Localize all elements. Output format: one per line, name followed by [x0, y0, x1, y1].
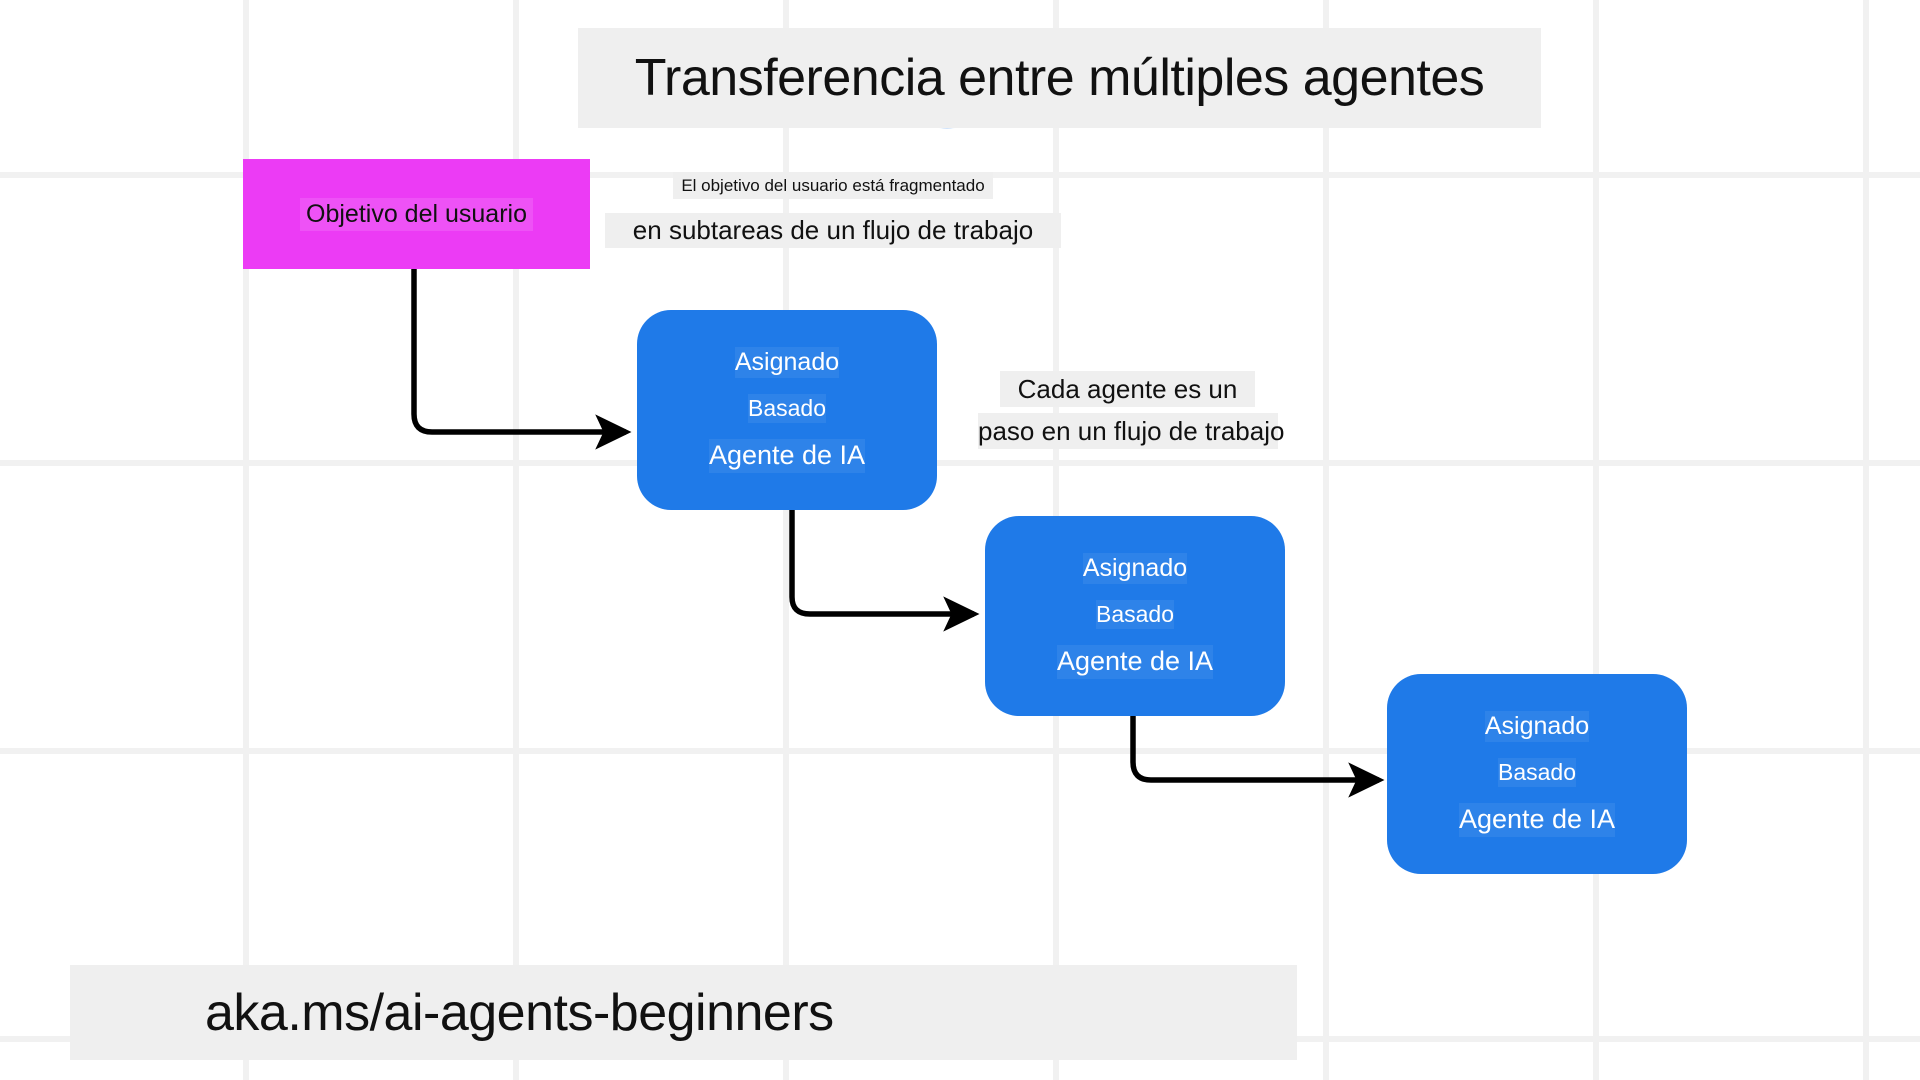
- agent-3-assigned-label: Asignado: [1484, 711, 1590, 743]
- agent-3-based-label: Basado: [1497, 758, 1576, 788]
- agent-2-title-label: Agente de IA: [1056, 645, 1214, 679]
- caption-step-line-1: Cada agente es un: [1000, 371, 1255, 407]
- agent-1-title-label: Agente de IA: [708, 439, 866, 473]
- slide-title-banner: Transferencia entre múltiples agentes: [578, 28, 1541, 128]
- caption-goal-line-1: El objetivo del usuario está fragmentado: [673, 172, 993, 199]
- connector-agent2-to-agent3: [1130, 716, 1385, 798]
- footer-url-banner: aka.ms/ai-agents-beginners: [70, 965, 1297, 1060]
- agent-2-based-label: Basado: [1095, 600, 1174, 630]
- node-ai-agent-2[interactable]: Asignado Basado Agente de IA: [985, 516, 1285, 716]
- node-user-goal-label: Objetivo del usuario: [300, 197, 533, 231]
- page-title: Transferencia entre múltiples agentes: [634, 49, 1485, 107]
- agent-2-assigned-label: Asignado: [1082, 553, 1188, 585]
- agent-1-based-label: Basado: [747, 394, 826, 424]
- node-user-goal[interactable]: Objetivo del usuario: [243, 159, 590, 269]
- node-ai-agent-1[interactable]: Asignado Basado Agente de IA: [637, 310, 937, 510]
- caption-step-line-2: paso en un flujo de trabajo: [978, 413, 1284, 449]
- connector-goal-to-agent1: [411, 269, 632, 450]
- caption-goal-line-2: en subtareas de un flujo de trabajo: [605, 213, 1061, 248]
- agent-3-title-label: Agente de IA: [1458, 803, 1616, 837]
- node-ai-agent-3[interactable]: Asignado Basado Agente de IA: [1387, 674, 1687, 874]
- agent-1-assigned-label: Asignado: [734, 347, 840, 379]
- footer-url-text: aka.ms/ai-agents-beginners: [205, 983, 834, 1042]
- connector-agent1-to-agent2: [789, 510, 980, 632]
